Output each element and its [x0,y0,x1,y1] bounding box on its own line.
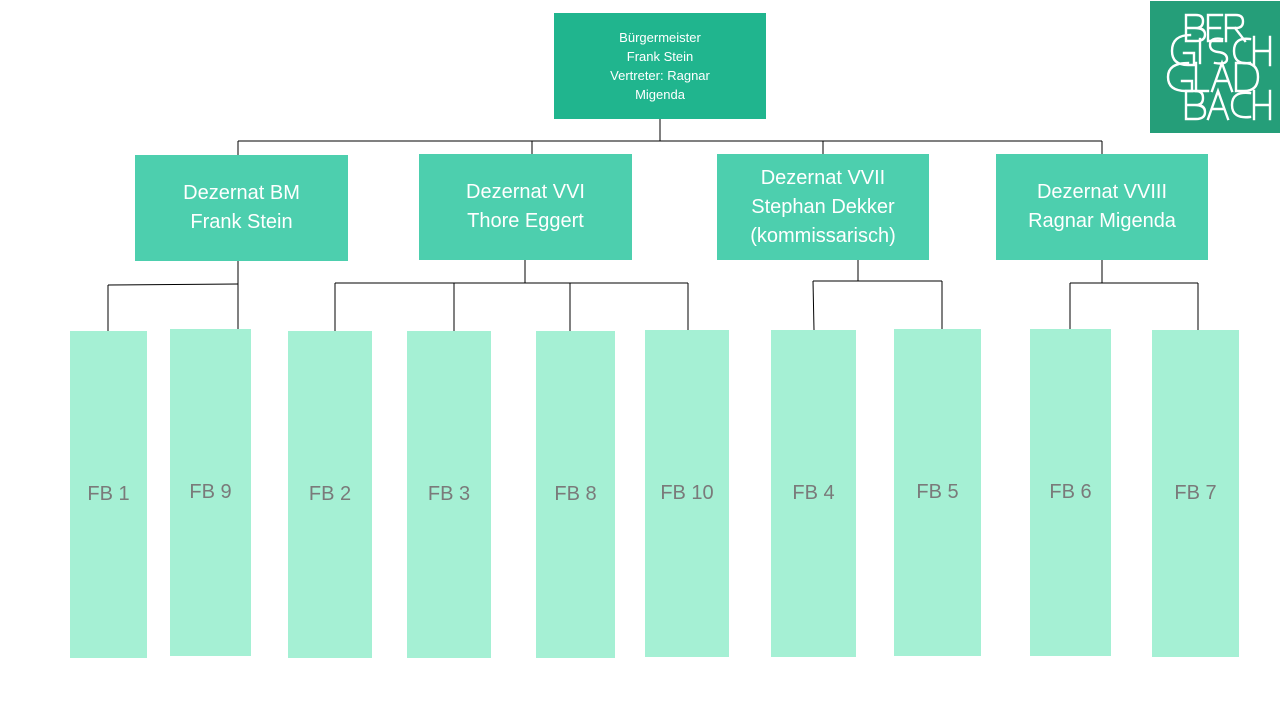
fb-label: FB 4 [792,482,835,504]
fb-box-8: FB 8 [536,331,615,658]
dezernat-head: Frank Stein [190,211,293,233]
fb-label: FB 9 [189,481,232,503]
bergisch-gladbach-logo [1150,1,1280,133]
mayor-name: Frank Stein [626,49,694,64]
fb-box-7: FB 7 [1152,330,1239,657]
dezernat-vviii-box: Dezernat VVIII Ragnar Migenda [996,154,1208,260]
dezernat-note: (kommissarisch) [750,224,896,247]
dezernat-head: Stephan Dekker [751,195,895,218]
fb-box-1: FB 1 [70,331,147,658]
fb-box-4: FB 4 [771,330,856,657]
dezernat-head: Ragnar Migenda [1028,210,1176,232]
dezernat-title: Dezernat VVI [466,181,585,203]
fb-label: FB 5 [916,481,959,503]
mayor-deputy-name: Migenda [635,87,685,102]
fb-label: FB 7 [1174,482,1217,504]
fb-box-2: FB 2 [288,331,372,658]
dezernat-title: Dezernat BM [183,182,300,204]
dezernat-vvi-box: Dezernat VVI Thore Eggert [419,154,632,260]
fb-label: FB 1 [87,483,130,505]
fb-box-3: FB 3 [407,331,491,658]
fb-box-10: FB 10 [645,330,729,657]
dezernat-title: Dezernat VVIII [1036,181,1168,203]
dezernat-title: Dezernat VVII [760,166,886,189]
fb-label: FB 8 [554,483,597,505]
mayor-title: Bürgermeister [619,30,701,45]
logo-mark-dot [1276,60,1279,63]
fb-box-6: FB 6 [1030,329,1111,656]
dezernat-bm-box: Dezernat BM Frank Stein [135,155,348,261]
fb-box-9: FB 9 [170,329,251,656]
dezernat-head: Thore Eggert [467,210,584,232]
fb-label: FB 3 [427,483,471,505]
dezernat-vvii-box: Dezernat VVII Stephan Dekker (kommissari… [717,154,929,260]
fb-label: FB 6 [1049,481,1092,503]
mayor-box: Bürgermeister Frank Stein Vertreter: Rag… [554,13,766,119]
logo-lettering-graphic [1166,13,1272,121]
fb-label: FB 10 [660,482,714,504]
fb-label: FB 2 [308,483,352,505]
mayor-deputy-label: Vertreter: Ragnar [610,68,710,83]
fb-box-5: FB 5 [894,329,981,656]
